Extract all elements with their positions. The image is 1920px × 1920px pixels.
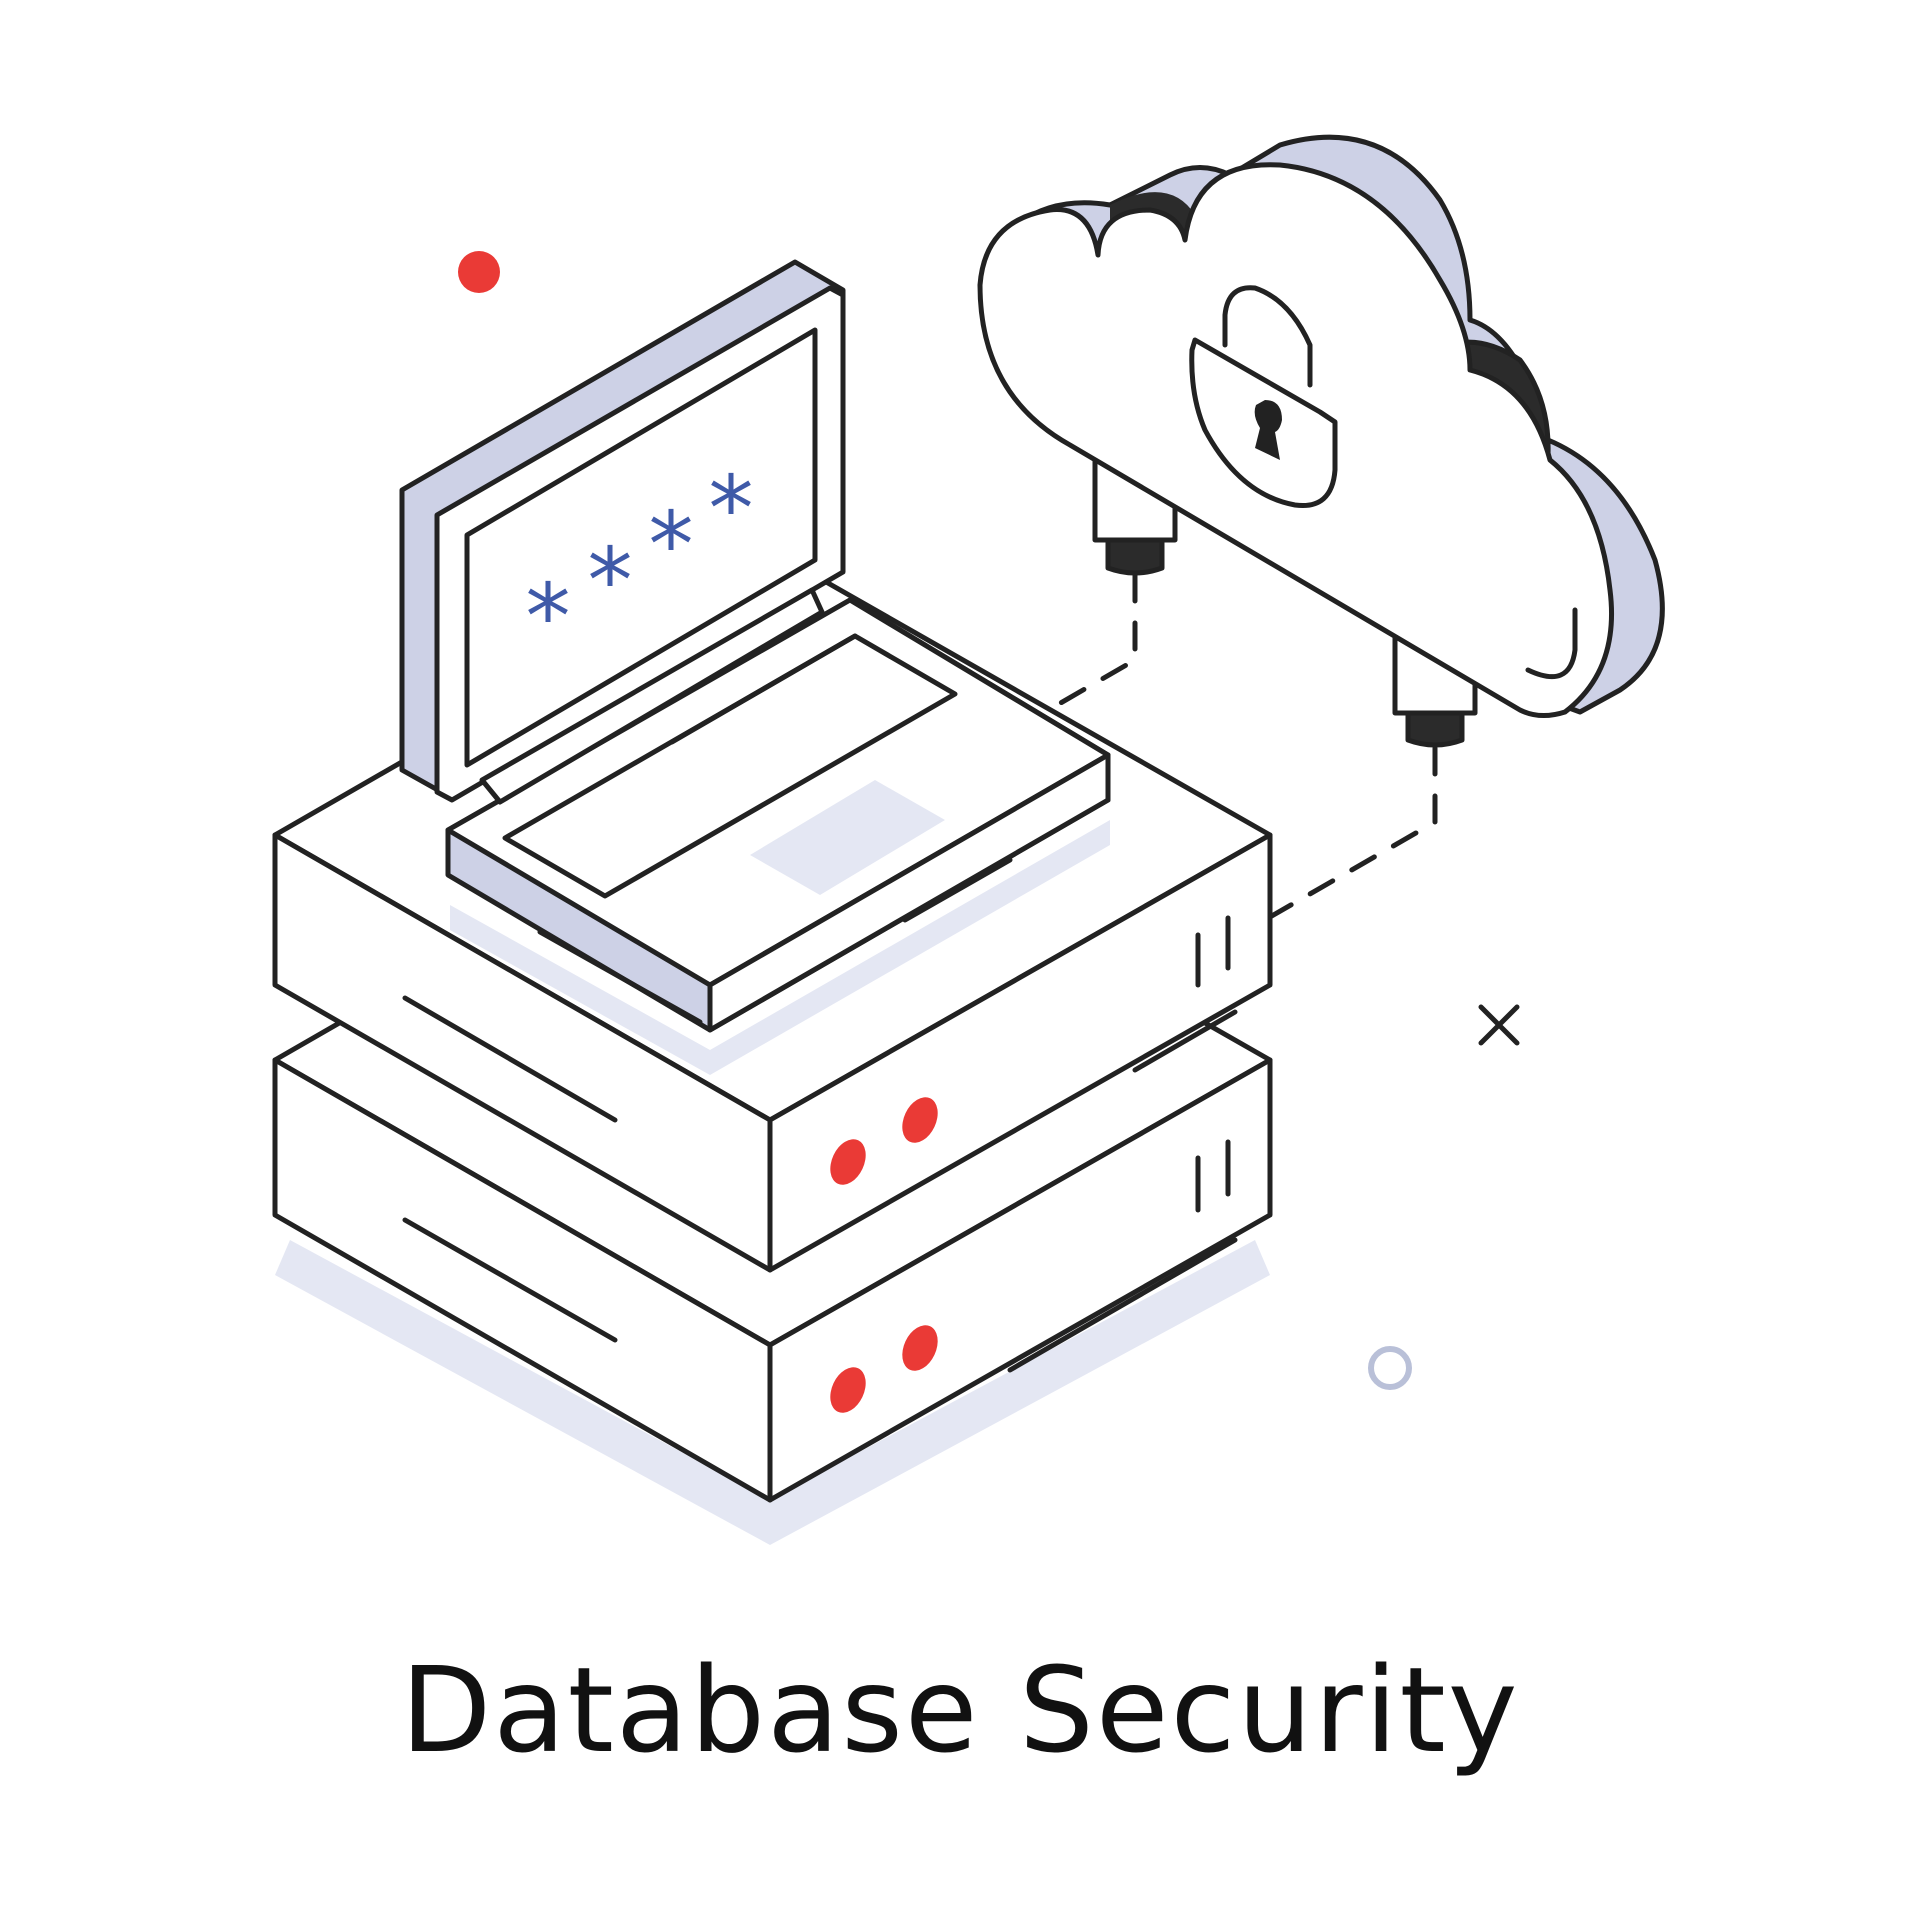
password-asterisk: * xyxy=(649,493,694,598)
padlock-icon xyxy=(1189,285,1338,509)
password-mask: * * * * xyxy=(526,457,754,670)
laptop-base xyxy=(445,597,1111,1033)
password-asterisk: * xyxy=(588,529,633,634)
server-led xyxy=(902,1097,938,1143)
illustration-caption: Database Security xyxy=(400,1641,1520,1779)
laptop-lid xyxy=(399,259,846,805)
laptop-icon: * * * * xyxy=(399,259,1111,1075)
server-led xyxy=(830,1367,866,1413)
decorative-red-dot xyxy=(458,251,500,293)
cloud-icon xyxy=(977,134,1665,748)
keyhole xyxy=(1254,400,1282,460)
decorative-ring xyxy=(1368,1346,1412,1390)
password-asterisk: * xyxy=(526,565,571,670)
password-asterisk: * xyxy=(709,457,754,562)
laptop-screen xyxy=(464,327,818,768)
decorative-cross-icon xyxy=(1478,1004,1520,1046)
server-led xyxy=(830,1139,866,1185)
connection-lines xyxy=(1042,572,1438,920)
server-led xyxy=(902,1325,938,1371)
